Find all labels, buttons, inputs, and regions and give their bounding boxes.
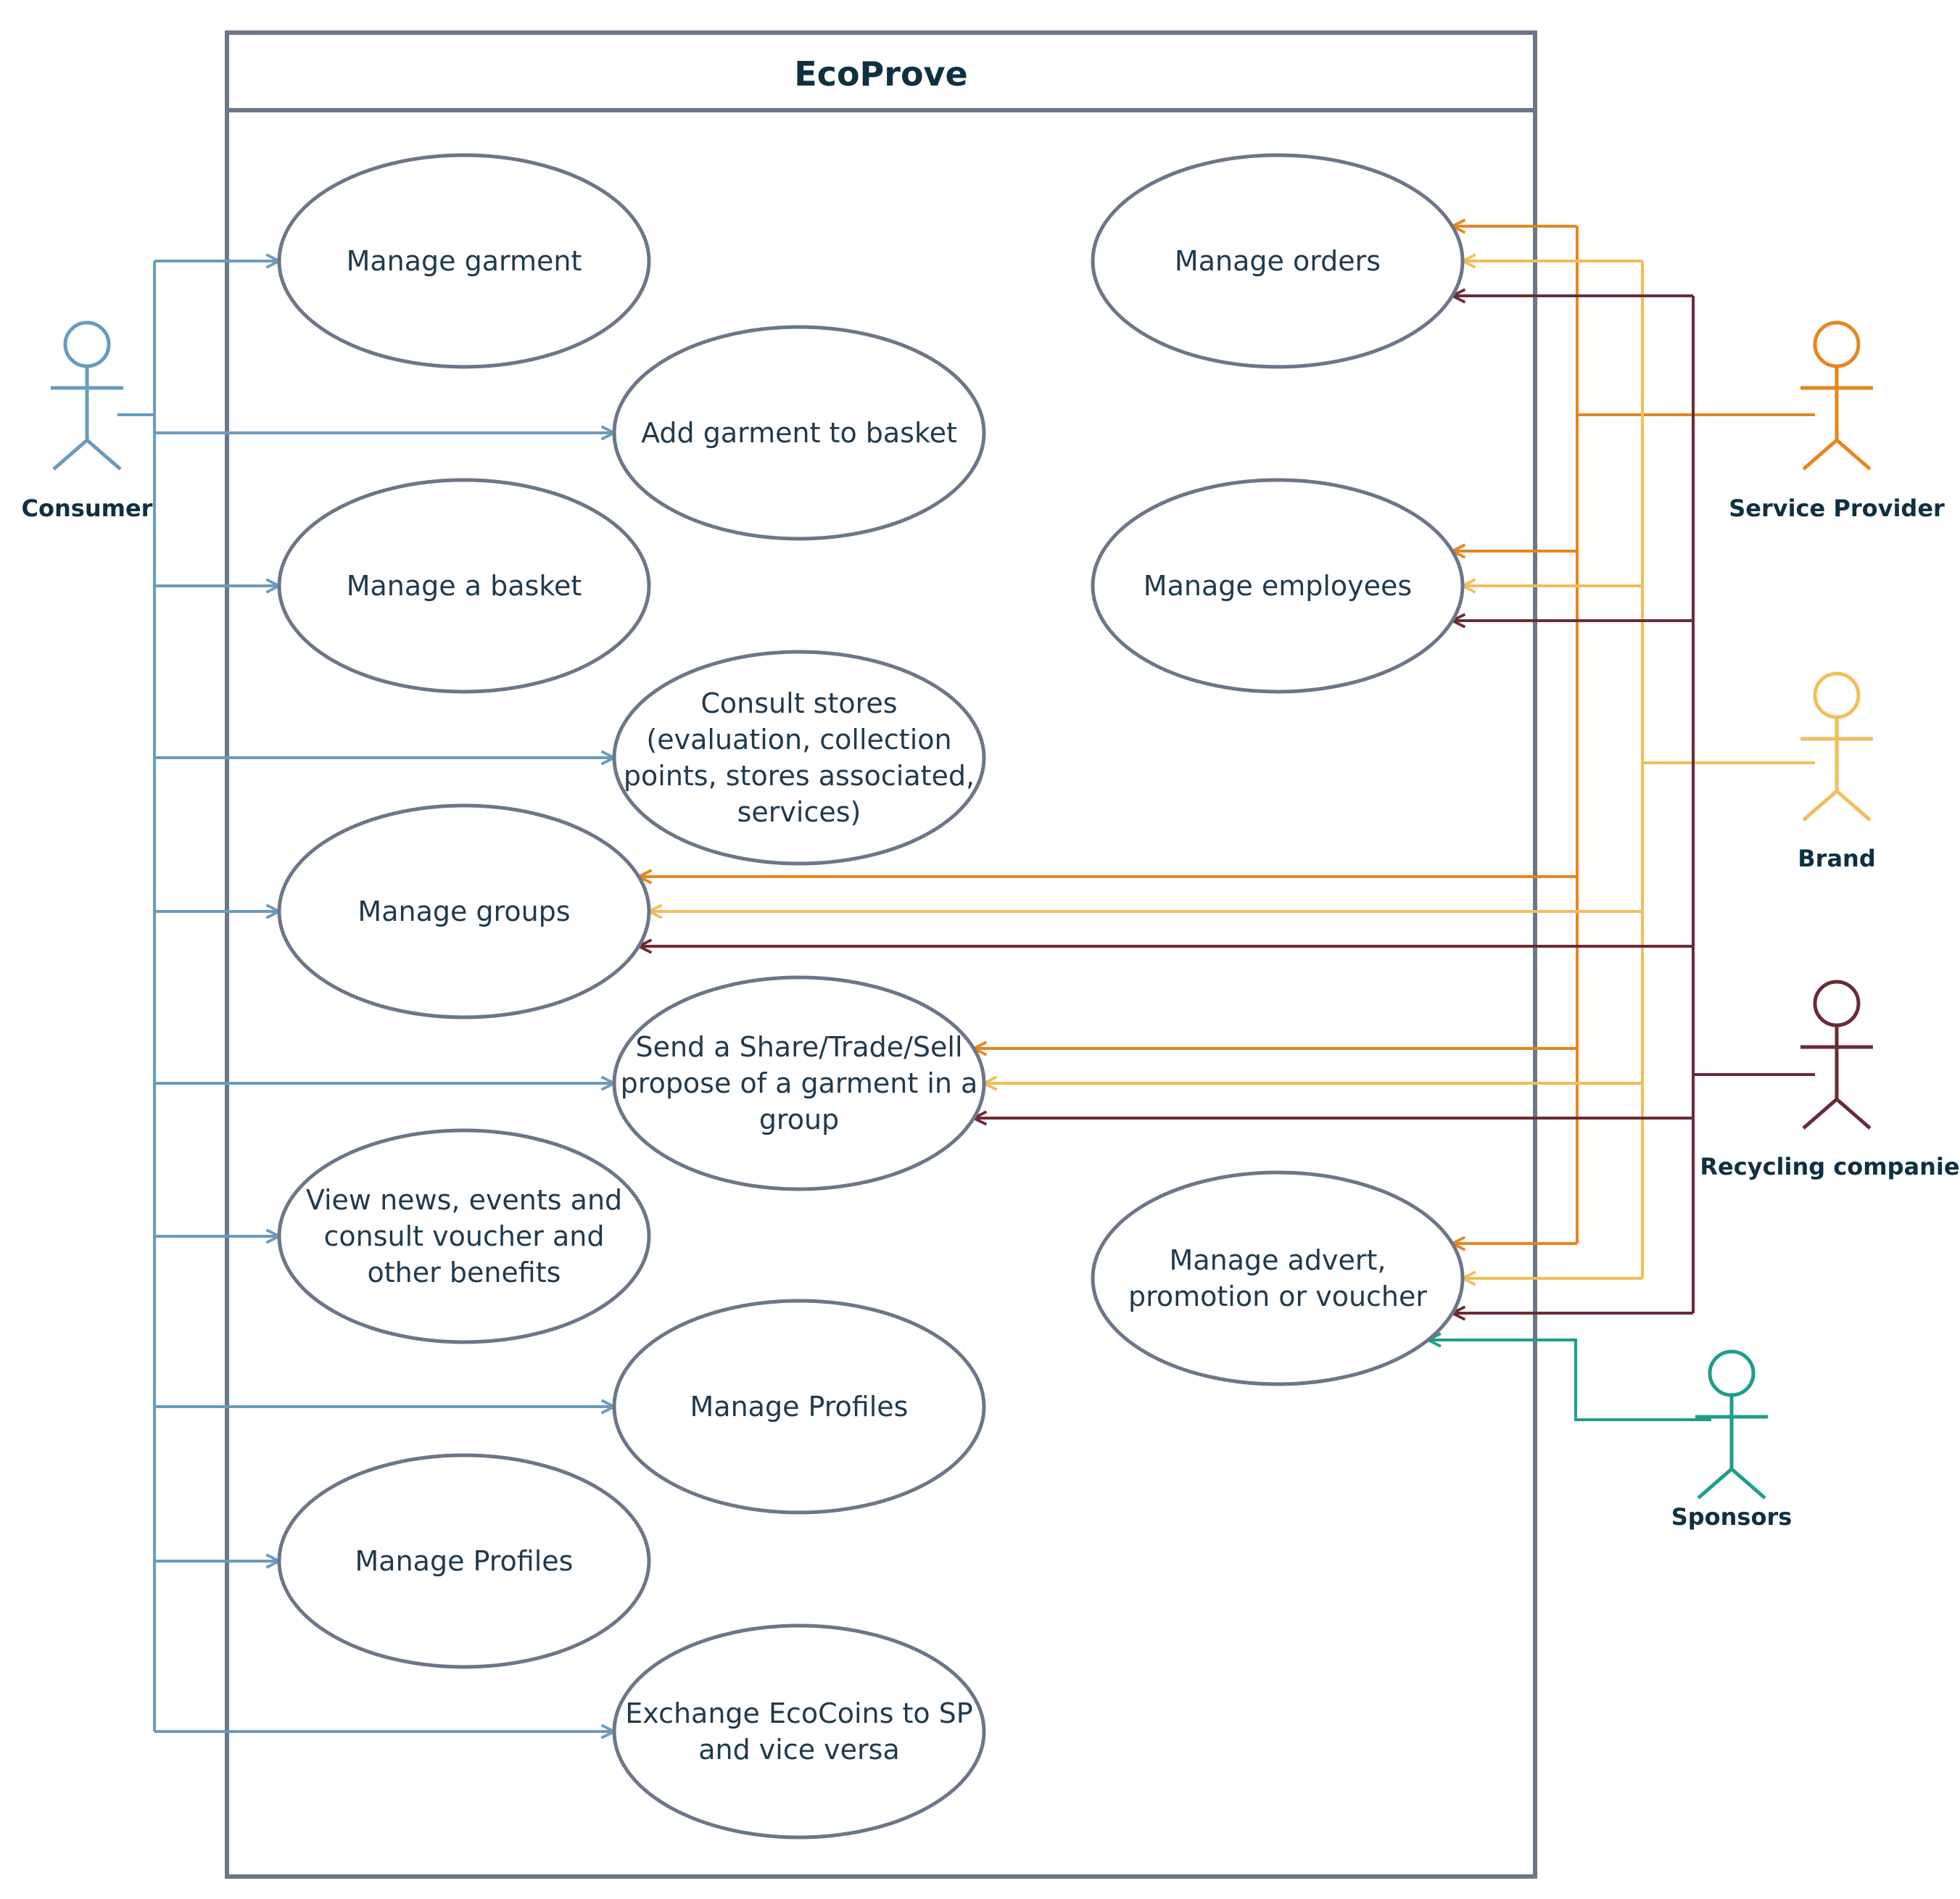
- use-case-label: Manage groups: [357, 895, 570, 927]
- use-case-manage-employees[interactable]: Manage employees: [1091, 478, 1465, 694]
- associations-brand: [649, 261, 1815, 1278]
- use-case-ellipse[interactable]: [612, 975, 986, 1191]
- use-case-manage-orders[interactable]: Manage orders: [1091, 153, 1465, 369]
- use-case-ellipse[interactable]: [1091, 1170, 1465, 1386]
- use-case-ellipse[interactable]: [277, 1128, 651, 1344]
- actor-label: Brand: [1798, 845, 1875, 872]
- use-case-ellipse[interactable]: [612, 1623, 986, 1840]
- use-case-ellipse[interactable]: [277, 1453, 651, 1669]
- actor-figure-icon: [1800, 980, 1873, 1130]
- use-case-label: propose of a garment in a: [621, 1067, 978, 1099]
- use-case-label: Manage advert,: [1170, 1244, 1386, 1276]
- use-case-label: and vice versa: [698, 1734, 900, 1766]
- use-case-ellipse[interactable]: [277, 803, 651, 1019]
- association-lines: [117, 226, 1815, 1732]
- actor-figure-icon: [1695, 1349, 1768, 1499]
- use-case-manage-garment[interactable]: Manage garment: [277, 153, 651, 369]
- use-case-send-propose[interactable]: Send a Share/Trade/Sell propose of a garm…: [612, 975, 986, 1191]
- use-case-ellipse[interactable]: [612, 650, 986, 866]
- actor-label: Sponsors: [1671, 1503, 1792, 1531]
- actor-figure-icon: [1800, 320, 1873, 471]
- use-case-exchange-ecocoins[interactable]: Exchange EcoCoins to SP and vice versa: [612, 1623, 986, 1840]
- use-case-label: group: [759, 1104, 839, 1135]
- use-case-add-to-basket[interactable]: Add garment to basket: [612, 325, 986, 541]
- actor-label: Service Provider: [1729, 495, 1945, 522]
- use-case-consult-stores[interactable]: Consult stores (evaluation, collection poi…: [612, 650, 986, 866]
- use-case-label: Add garment to basket: [641, 417, 957, 449]
- use-case-label: Manage orders: [1175, 245, 1381, 277]
- use-case-label: consult voucher and: [323, 1220, 604, 1252]
- use-case-label: other benefits: [368, 1257, 561, 1288]
- system-title: EcoProve: [794, 54, 967, 94]
- actor-sponsors[interactable]: Sponsors: [1671, 1349, 1792, 1531]
- use-case-manage-profiles-1[interactable]: Manage Profiles: [612, 1299, 986, 1515]
- use-case-label: Manage Profiles: [690, 1391, 909, 1423]
- use-case-ellipse[interactable]: [1091, 478, 1465, 694]
- actor-figure-icon: [1800, 671, 1873, 822]
- use-case-manage-groups[interactable]: Manage groups: [277, 803, 651, 1019]
- use-case-label: Send a Share/Trade/Sell: [635, 1031, 962, 1063]
- use-case-view-news[interactable]: View news, events and consult voucher and…: [277, 1128, 651, 1344]
- use-case-label: Manage a basket: [347, 570, 582, 602]
- associations-service-provider: [639, 226, 1815, 1244]
- use-case-ellipse[interactable]: [612, 1299, 986, 1515]
- actor-consumer[interactable]: Consumer: [22, 320, 153, 522]
- associations-recycling: [639, 296, 1815, 1313]
- use-case-ellipse[interactable]: [1091, 153, 1465, 369]
- associations-sponsors: [1428, 1340, 1711, 1421]
- use-case-ellipse[interactable]: [277, 478, 651, 694]
- actor-figure-icon: [51, 320, 123, 471]
- use-case-label: Exchange EcoCoins to SP: [625, 1697, 972, 1729]
- use-case-label: (evaluation, collection: [646, 724, 951, 756]
- association-sponsors-manage-advert: [1428, 1340, 1711, 1421]
- use-case-label: Consult stores: [700, 687, 897, 719]
- use-case-manage-advert[interactable]: Manage advert, promotion or voucher: [1091, 1170, 1465, 1386]
- use-case-manage-profiles-2[interactable]: Manage Profiles: [277, 1453, 651, 1669]
- associations-consumer: [117, 261, 614, 1732]
- use-case-label: promotion or voucher: [1128, 1281, 1427, 1312]
- actor-label: Consumer: [22, 495, 153, 522]
- use-case-ellipse[interactable]: [612, 325, 986, 541]
- use-case-label: View news, events and: [306, 1184, 622, 1216]
- use-case-label: Manage Profiles: [355, 1545, 574, 1577]
- actor-label: Recycling companies: [1700, 1153, 1960, 1180]
- actor-brand[interactable]: Brand: [1798, 671, 1876, 872]
- use-case-manage-basket[interactable]: Manage a basket: [277, 478, 651, 694]
- actor-recycling[interactable]: Recycling companies: [1700, 980, 1960, 1180]
- use-case-label: Manage garment: [347, 245, 582, 277]
- use-case-label: Manage employees: [1144, 570, 1412, 602]
- actor-service-provider[interactable]: Service Provider: [1729, 320, 1945, 522]
- use-case-label: services): [737, 796, 861, 828]
- use-case-label: points, stores associated,: [624, 760, 975, 792]
- use-case-ellipse[interactable]: [277, 153, 651, 369]
